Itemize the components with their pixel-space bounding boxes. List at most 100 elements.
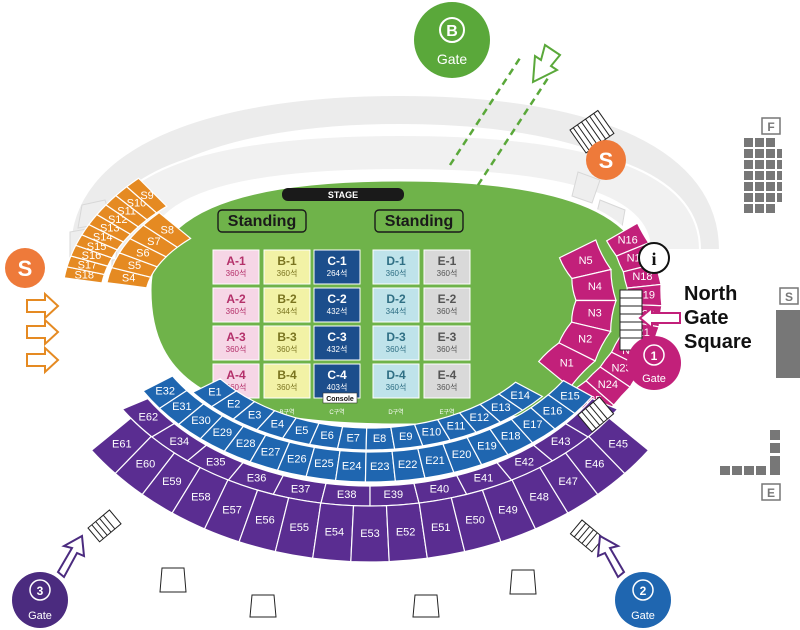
seat-section[interactable]: E7	[336, 426, 368, 451]
seat-section-label: E27	[261, 447, 281, 459]
standing-right-box	[374, 209, 464, 233]
floor-block-seats: 360석	[277, 268, 298, 278]
seat-section-label: E9	[399, 431, 412, 443]
seat-section[interactable]: E11	[436, 412, 478, 441]
seat-section-label: E49	[498, 504, 518, 516]
seat-section[interactable]: E32	[142, 375, 188, 410]
s-badge-left-text: S	[18, 256, 33, 281]
floor-block-name: E-3	[438, 330, 457, 344]
seat-section-label: E39	[384, 489, 404, 501]
floor-block-seats: 360석	[386, 268, 407, 278]
floor-block-name: C-1	[327, 254, 347, 268]
seat-section-label: E13	[491, 402, 511, 414]
floor-block-name: A-2	[226, 292, 246, 306]
floor-block-name: C-3	[327, 330, 347, 344]
seat-section[interactable]: E8	[365, 426, 396, 451]
gate-1[interactable]: 1 Gate	[627, 336, 681, 390]
seat-section[interactable]: E29	[199, 415, 245, 453]
seat-section-label: E54	[325, 526, 345, 538]
seat-section[interactable]: S4	[106, 266, 152, 289]
seat-section[interactable]: E38	[320, 482, 371, 507]
seat-section[interactable]: E39	[369, 482, 420, 507]
seat-section-label: E37	[291, 484, 311, 496]
seat-section-label: S16	[82, 250, 102, 262]
seat-section[interactable]: S8	[142, 211, 192, 249]
seat-section[interactable]: N16	[605, 222, 650, 257]
floor-block-seats: 264석	[327, 268, 348, 278]
seat-section-label: E31	[172, 401, 192, 413]
floor-block-seats: 360석	[226, 382, 247, 392]
seat-section[interactable]: N3	[571, 299, 617, 333]
seat-section-label: E34	[170, 436, 190, 448]
gate-2-arrow-icon	[596, 534, 626, 579]
seat-section-label: E35	[206, 457, 226, 469]
seat-section[interactable]: S10	[114, 185, 158, 221]
seat-section-label: S5	[128, 260, 141, 272]
seat-section[interactable]: E51	[418, 497, 466, 559]
seat-section[interactable]: E50	[450, 489, 502, 553]
seat-section[interactable]: E16	[529, 393, 576, 430]
info-icon[interactable]: i	[638, 242, 670, 274]
gate-b-path	[448, 54, 552, 186]
seat-section[interactable]: S9	[125, 177, 168, 214]
seat-section[interactable]: E4	[255, 409, 298, 439]
seat-section[interactable]: E59	[141, 452, 201, 514]
seat-section-label: E14	[510, 390, 530, 402]
legend-s: S	[776, 287, 800, 378]
seat-section[interactable]: E22	[391, 447, 426, 482]
floor-block-seats: 360석	[437, 344, 458, 354]
seat-section-label: E50	[465, 515, 485, 527]
gate-3[interactable]: 3 Gate	[12, 572, 68, 628]
seat-section[interactable]: N5	[558, 239, 612, 280]
seat-section[interactable]: N2	[558, 321, 612, 362]
seat-section[interactable]: E15	[547, 379, 594, 415]
seat-section-label: S7	[147, 236, 160, 248]
seat-section[interactable]: S7	[129, 224, 179, 258]
seat-section-label: S12	[108, 214, 128, 226]
floor-block-name: E-4	[438, 368, 457, 382]
seat-section-label: E57	[222, 504, 242, 516]
gate-2-num: 2	[640, 584, 647, 598]
seat-section[interactable]: N4	[571, 268, 617, 302]
gate-1-num: 1	[651, 349, 658, 363]
seat-section[interactable]: E14	[497, 381, 544, 411]
seat-section[interactable]: E5	[281, 417, 320, 446]
floor-block-name: D-4	[386, 368, 406, 382]
seat-section[interactable]: N1	[537, 342, 597, 389]
seat-section[interactable]: S18	[63, 266, 106, 284]
seat-section[interactable]: S5	[110, 252, 159, 278]
seat-section[interactable]: E23	[364, 450, 397, 483]
seat-sections: S18S17S16S15S14S13S12S11S10S9S4S5S6S7S8N…	[63, 177, 663, 563]
gate-2[interactable]: 2 Gate	[615, 572, 671, 628]
seat-section[interactable]: E53	[350, 505, 390, 563]
seat-section[interactable]: E24	[334, 450, 367, 483]
seat-section[interactable]: S11	[104, 194, 149, 228]
gate-b[interactable]: B Gate	[414, 2, 490, 78]
seat-section[interactable]: E37	[272, 474, 327, 504]
south-arrow-icon	[26, 345, 60, 375]
zone-label: B구역	[279, 408, 294, 416]
seat-section[interactable]: E19	[466, 428, 509, 466]
stairs	[87, 109, 643, 618]
seat-section-label: E56	[255, 515, 275, 527]
seat-section[interactable]: E40	[413, 474, 468, 504]
